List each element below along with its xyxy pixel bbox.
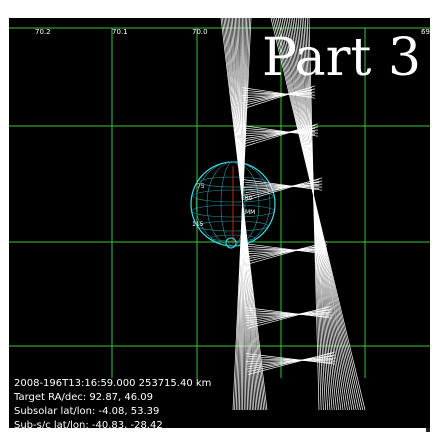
footprint-rung-line: [243, 129, 319, 137]
part-label: Part 3: [262, 28, 422, 88]
footprint-rung-line: [247, 357, 336, 365]
footprint-rung-line: [244, 85, 316, 109]
longitude-label: MM: [245, 209, 255, 216]
footprint-rung-line: [244, 92, 316, 96]
footprint-rung-line: [245, 313, 330, 316]
body-labels: 75 180 MM 115: [192, 183, 255, 228]
footprint-rung-line: [243, 185, 320, 188]
footprint-rung-line: [242, 125, 319, 137]
footprint-rung-line: [244, 183, 323, 191]
footprint-rung-line: [246, 246, 325, 257]
body-longitude-grid: [195, 161, 271, 247]
footprint-rung-line: [248, 356, 333, 367]
footprint-edge-line: [232, 18, 252, 411]
footprint-rung-line: [244, 130, 319, 134]
footprint-rung-line: [242, 87, 316, 99]
longitude-label: 115: [192, 221, 204, 228]
corner-marker: [426, 428, 430, 432]
footprint-rung-line: [245, 245, 325, 254]
footprint-rung-line: [248, 358, 336, 362]
footprint-rung-line: [247, 312, 333, 316]
footprint-rung-line: [244, 249, 325, 252]
ra-tick-labels: 70.2 70.1 70.0 69.9: [35, 28, 430, 36]
footprint-rung-line: [244, 123, 319, 147]
sub-spacecraft-text: Sub-s/c lat/lon: -40.83, -28.42: [14, 420, 163, 431]
footprint-rung-line: [246, 353, 336, 365]
target-radec-text: Target RA/dec: 92.87, 46.09: [14, 392, 154, 403]
ra-tick-label: 70.1: [112, 28, 128, 36]
footprint-rung-line: [245, 177, 323, 201]
footprint-rung-line: [245, 184, 323, 188]
pole-marker: [225, 237, 237, 249]
longitude-label: 75: [197, 183, 205, 190]
footprint-rung-line: [247, 355, 333, 364]
subsolar-text: Subsolar lat/lon: -4.08, 53.39: [14, 406, 160, 417]
footprint-rung-line: [248, 351, 336, 375]
footprint-rung-line: [244, 90, 313, 101]
footprint-rung-line: [246, 311, 333, 319]
longitude-label: 180: [241, 195, 253, 202]
footprint-rung-line: [246, 248, 328, 252]
timestamp-range-text: 2008-196T13:16:59.000 253715.40 km: [14, 378, 212, 389]
footprint-rung-line: [245, 307, 333, 319]
longitude-line: [195, 161, 271, 247]
plot-background: [9, 18, 430, 428]
footprint-rung-line: [244, 181, 320, 190]
footprint-rung-line: [246, 241, 328, 265]
footprint-rung-line: [244, 243, 328, 255]
sky-plot: 70.2 70.1 70.0 69.9 75 180: [9, 18, 430, 428]
footprint-rung-line: [243, 127, 316, 136]
footprint-rung-line: [245, 247, 328, 255]
footprint-rung-line: [246, 359, 333, 362]
target-body: 75 180 MM 115: [190, 161, 276, 249]
instrument-footprints: [220, 18, 366, 411]
footprint-rung-line: [243, 179, 323, 191]
footprint-rung-line: [244, 128, 316, 139]
footprint-rung-line: [246, 309, 330, 318]
footprint-rung-line: [247, 310, 330, 321]
footprint-rung-line: [243, 89, 313, 98]
footprint-rung-line: [245, 182, 320, 193]
ra-tick-label: 70.2: [35, 28, 51, 36]
ra-tick-label: 70.0: [192, 28, 208, 36]
footprint-rung-line: [242, 93, 313, 96]
ra-tick-label: 69.9: [421, 28, 430, 36]
footprint-edge-line: [308, 18, 320, 411]
footprint-rung-line: [247, 305, 333, 329]
footprint-rung-line: [242, 131, 316, 134]
